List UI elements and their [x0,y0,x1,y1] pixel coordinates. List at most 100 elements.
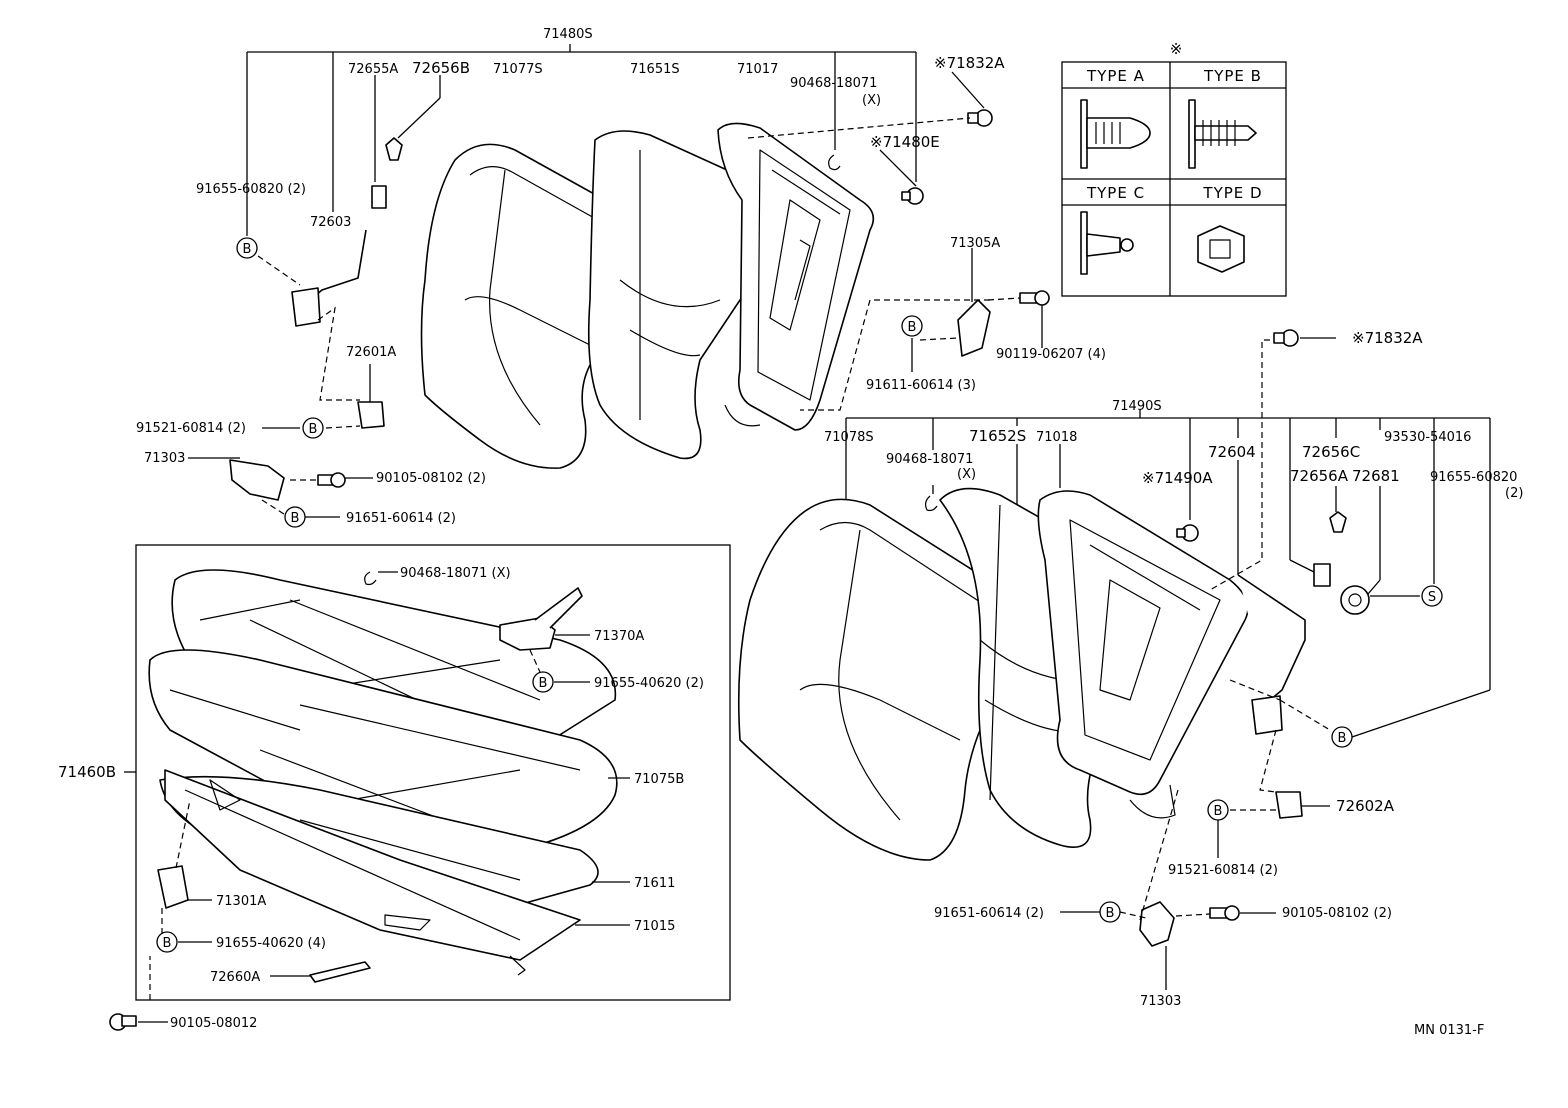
hinge-71305a [957,299,991,357]
clip-71832a-top-icon [967,109,993,127]
label-71015: 71015 [634,919,675,934]
label-72604: 72604 [1208,443,1256,461]
legend-type-c: TYPE C [1086,184,1145,202]
label-71305a: 71305A [950,236,1000,251]
label-91521-60814-right: 91521-60814 (2) [1168,863,1278,878]
fastener-type-legend: ※ TYPE A TYPE B TYPE C TYPE D [1061,40,1287,297]
clip-71832a-right-icon [1273,329,1299,347]
label-71480s: 71480S [543,27,593,42]
bolt-90105-08012-icon [109,1013,137,1031]
marker-b-group-left: B B B B [236,237,923,528]
label-90468-18071-cushion: 90468-18071 (X) [400,566,511,581]
clip-type-c-icon [1080,211,1134,275]
label-x-right: (X) [957,467,976,482]
marker-b-2: B [309,422,318,437]
label-71651s: 71651S [630,62,680,77]
legend-type-a: TYPE A [1086,67,1145,85]
grommet-72681-icon [1340,585,1370,615]
label-72601a: 72601A [346,345,396,360]
label-71370a: 71370A [594,629,644,644]
label-72656b: 72656B [412,59,470,77]
label-91521-60814-left: 91521-60814 (2) [136,421,246,436]
label-72602a: 72602A [1336,797,1395,815]
label-72681: 72681 [1352,467,1400,485]
label-90119-06207: 90119-06207 (4) [996,347,1106,362]
hook-clip-top [828,154,841,171]
labels-cushion: 90468-18071 (X) 71370A 91655-40620 (2) 7… [58,566,704,1031]
marker-b-1: B [243,242,252,257]
label-72660a: 72660A [210,970,260,985]
labels-right: ※71832A 71490S 71078S 90468-18071 (X) 71… [824,329,1523,1038]
bolt-90119-icon [1019,290,1050,306]
label-91651-60614-left: 91651-60614 (2) [346,511,456,526]
label-71832a-top: ※71832A [934,54,1005,72]
clip-71480e-icon [901,187,924,205]
label-91651-60614-right: 91651-60614 (2) [934,906,1044,921]
label-71652s: 71652S [969,427,1026,445]
marker-b-3: B [291,511,300,526]
label-71303-right: 71303 [1140,994,1181,1009]
label-71611: 71611 [634,876,675,891]
marker-b-6: B [1214,804,1223,819]
marker-b-9: B [163,936,172,951]
legend-type-d: TYPE D [1202,184,1262,202]
seat-cushion-assembly [109,544,731,1031]
marker-group-right: S B B B [1099,585,1443,923]
label-90105-08102-left: 90105-08102 (2) [376,471,486,486]
clip-type-d-icon [1197,225,1245,273]
label-71301a: 71301A [216,894,266,909]
striker-72602a [1275,791,1303,819]
seatback-left-assembly [229,44,1050,518]
label-72603: 72603 [310,215,351,230]
striker-72601a [357,401,385,429]
label-71017: 71017 [737,62,778,77]
clip-type-b-icon [1188,99,1257,169]
label-qty-2-right: (2) [1505,486,1523,501]
marker-b-7: B [1106,906,1115,921]
label-71490s: 71490S [1112,399,1162,414]
lock-bracket-right [1251,695,1283,735]
label-91655-60820-left: 91655-60820 (2) [196,182,306,197]
pin-72656c-icon [1313,511,1347,587]
label-71303-left: 71303 [144,451,185,466]
hinge-71303-right [1139,901,1175,947]
lock-rod-72604 [1237,574,1306,701]
marker-b-4: B [908,320,917,335]
bracket-71301a [157,865,189,909]
hinge-71303-left [229,459,285,501]
marker-s: S [1428,590,1436,605]
marker-b-8: B [539,676,548,691]
hook-clip-right [924,495,938,512]
label-71078s: 71078S [824,430,874,445]
label-91655-40620-left: 91655-40620 (4) [216,936,326,951]
labels-upper-left: 71480S 72655A 72656B 71077S 71651S 71017… [136,27,1106,526]
label-93530-54016: 93530-54016 [1384,430,1471,445]
bolt-90105-left-icon [317,472,346,488]
pin-72656b-icon [371,137,403,209]
clip-type-a-icon [1080,99,1151,169]
label-x-top: (X) [862,93,881,108]
label-91655-40620-right: 91655-40620 (2) [594,676,704,691]
drawing-number: MN 0131-F [1414,1023,1484,1038]
label-90468-18071-right: 90468-18071 [886,452,973,467]
marker-b-5: B [1338,731,1347,746]
marker-group-cushion: B B [156,671,554,953]
legend-type-b: TYPE B [1203,67,1262,85]
label-90468-18071-top: 90468-18071 [790,76,877,91]
label-90105-08102-right: 90105-08102 (2) [1282,906,1392,921]
label-71075b: 71075B [634,772,684,787]
label-72656a: 72656A [1290,467,1349,485]
label-72656c: 72656C [1302,443,1360,461]
label-71832a-right: ※71832A [1352,329,1423,347]
bolt-90105-right-icon [1209,905,1240,921]
label-71490a: ※71490A [1142,469,1213,487]
label-71018: 71018 [1036,430,1077,445]
label-90105-08012: 90105-08012 [170,1016,257,1031]
legend-note-mark: ※ [1170,40,1183,58]
seatback-right-assembly [737,329,1491,990]
label-72655a: 72655A [348,62,398,77]
lock-bracket-left [291,287,321,327]
clip-71490a-icon [1176,524,1199,542]
label-71460b: 71460B [58,763,116,781]
